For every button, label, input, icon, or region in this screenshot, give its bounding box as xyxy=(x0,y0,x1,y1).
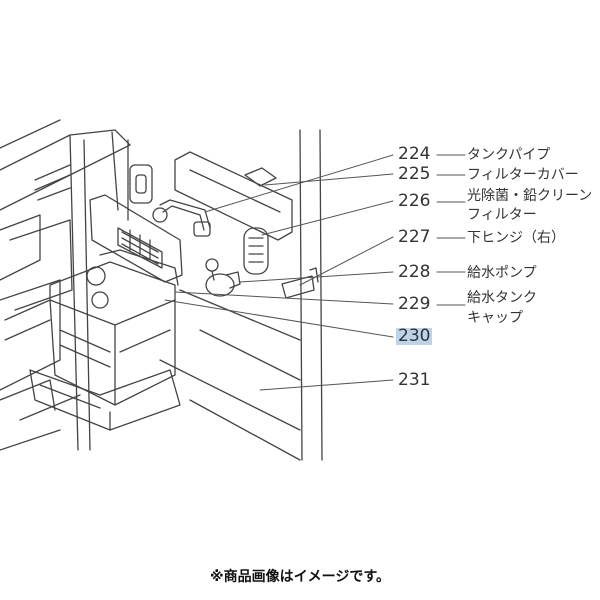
lower-hinge-part xyxy=(281,267,319,299)
part-name-229-line2: キャップ xyxy=(467,310,523,326)
part-number-228: 228 xyxy=(398,262,431,282)
part-number-230: 230 xyxy=(396,326,433,346)
part-name-226-line2: フィルター xyxy=(467,207,537,223)
part-name-224: タンクパイプ xyxy=(467,147,551,163)
part-name-229: 給水タンク xyxy=(467,290,537,306)
tank-pipe-part xyxy=(152,199,211,237)
part-number-229: 229 xyxy=(398,294,431,314)
refrigerator-parts-diagram xyxy=(0,119,466,461)
water-pump-part xyxy=(205,258,241,297)
part-name-225: フィルターカバー xyxy=(467,167,579,183)
back-panel xyxy=(129,151,293,241)
part-number-227: 227 xyxy=(398,227,431,247)
part-number-226: 226 xyxy=(398,191,431,211)
part-number-225: 225 xyxy=(398,164,431,184)
part-number-224: 224 xyxy=(398,144,431,164)
part-name-228: 給水ポンプ xyxy=(467,265,537,281)
part-number-231: 231 xyxy=(398,370,431,390)
water-tank-part xyxy=(29,249,181,431)
image-disclaimer: ※商品画像はイメージです。 xyxy=(210,569,390,585)
leader-lines xyxy=(164,154,466,391)
part-name-226: 光除菌・鉛クリーン xyxy=(467,188,593,204)
part-name-227: 下ヒンジ（右） xyxy=(467,230,565,246)
filter-part xyxy=(243,227,269,275)
filter-cover-part xyxy=(89,194,183,283)
fridge-frame xyxy=(0,119,323,461)
